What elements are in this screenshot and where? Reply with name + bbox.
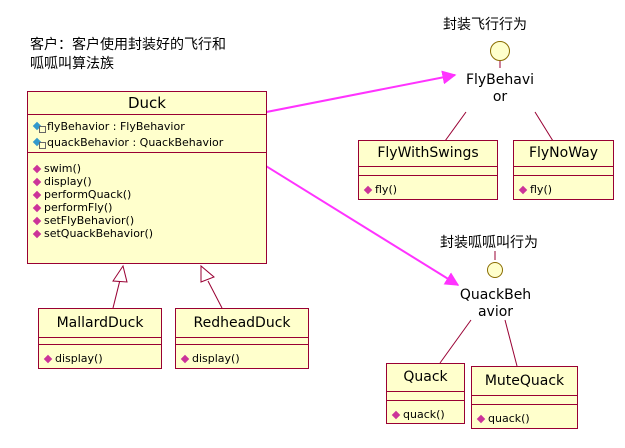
duck-attribute-text: quackBehavior : QuackBehavior <box>47 136 224 149</box>
flynoway-operation-row[interactable]: fly() <box>514 183 613 196</box>
public-operation-icon <box>43 354 53 363</box>
public-operation-icon <box>32 216 42 225</box>
quack-interface-name-line-2: avior <box>477 304 514 320</box>
quack-realization <box>439 319 472 364</box>
client-note-line-2: 呱呱叫算法族 <box>30 56 114 72</box>
redheadduck-operations: display() <box>176 345 308 365</box>
quack-interface-caption: 封装呱呱叫行为 <box>440 235 538 251</box>
mutequack-class[interactable]: MuteQuack quack() <box>471 366 578 429</box>
quack-association-arrow <box>231 144 460 286</box>
mallardduck-operation-row[interactable]: display() <box>39 352 161 365</box>
redhead-generalization <box>207 280 223 309</box>
duck-class-name: Duck <box>28 92 266 115</box>
mallard-generalization-head <box>112 264 128 283</box>
duck-operation-row[interactable]: setQuackBehavior() <box>28 227 266 240</box>
duck-operation-text: performFly() <box>44 201 113 214</box>
public-operation-icon <box>518 185 528 194</box>
flywithwings-operation-row[interactable]: fly() <box>359 183 497 196</box>
redheadduck-operation-row[interactable]: display() <box>176 352 308 365</box>
duck-operation-text: display() <box>44 175 92 188</box>
duck-operations: swim() display() performQuack() performF… <box>28 153 266 240</box>
duck-attribute-text: flyBehavior : FlyBehavior <box>47 120 185 133</box>
redheadduck-class[interactable]: RedheadDuck display() <box>175 308 309 369</box>
fly-interface-caption: 封装飞行行为 <box>443 17 527 33</box>
duck-operation-text: setFlyBehavior() <box>44 214 135 227</box>
flywithwings-class-name: FlyWithSwings <box>359 141 497 167</box>
flynoway-class-name: FlyNoWay <box>514 141 613 167</box>
mutequack-realization <box>504 319 518 367</box>
duck-attributes: flyBehavior : FlyBehavior quackBehavior … <box>28 115 266 153</box>
redheadduck-attributes <box>176 338 308 345</box>
quack-operation-row[interactable]: quack() <box>387 408 464 421</box>
mallardduck-operation-text: display() <box>55 352 103 365</box>
fly-interface-name: FlyBehavi or <box>455 72 545 106</box>
mutequack-attributes <box>472 396 577 405</box>
mutequack-operations: quack() <box>472 405 577 425</box>
duck-operation-row[interactable]: performQuack() <box>28 188 266 201</box>
private-attribute-icon <box>32 121 46 133</box>
redheadduck-class-name: RedheadDuck <box>176 309 308 338</box>
mallardduck-class[interactable]: MallardDuck display() <box>38 308 162 369</box>
mutequack-operation-text: quack() <box>488 412 530 425</box>
flynoway-operations: fly() <box>514 176 613 196</box>
client-note: 客户：客户使用封装好的飞行和 呱呱叫算法族 <box>30 36 226 74</box>
public-operation-icon <box>391 410 401 419</box>
mutequack-operation-row[interactable]: quack() <box>472 412 577 425</box>
quack-class-name: Quack <box>387 364 464 392</box>
mallardduck-class-name: MallardDuck <box>39 309 161 338</box>
fly-interface-name-line-2: or <box>492 89 508 105</box>
mallard-generalization <box>112 279 121 309</box>
mallardduck-operations: display() <box>39 345 161 365</box>
quack-attributes <box>387 392 464 401</box>
quack-operations: quack() <box>387 401 464 421</box>
public-operation-icon <box>32 164 42 173</box>
mallardduck-attributes <box>39 338 161 345</box>
flynoway-attributes <box>514 167 613 176</box>
flynoway-operation-text: fly() <box>530 183 553 196</box>
quack-interface-icon[interactable] <box>487 262 503 278</box>
mutequack-class-name: MuteQuack <box>472 367 577 396</box>
redheadduck-operation-text: display() <box>192 352 240 365</box>
quack-class[interactable]: Quack quack() <box>386 363 465 424</box>
duck-operation-row[interactable]: display() <box>28 175 266 188</box>
flywithwings-operations: fly() <box>359 176 497 196</box>
duck-operation-text: performQuack() <box>44 188 132 201</box>
redhead-generalization-head <box>200 264 215 283</box>
duck-attribute-row[interactable]: quackBehavior : QuackBehavior <box>28 135 266 151</box>
fly-interface-icon[interactable] <box>490 41 510 61</box>
private-attribute-icon <box>32 137 46 149</box>
fly-interface-name-line-1: FlyBehavi <box>465 72 535 88</box>
public-operation-icon <box>32 203 42 212</box>
flywithwings-realization <box>444 111 467 142</box>
flynoway-realization <box>534 111 554 142</box>
duck-operation-row[interactable]: swim() <box>28 162 266 175</box>
public-operation-icon <box>476 414 486 423</box>
public-operation-icon <box>363 185 373 194</box>
flynoway-class[interactable]: FlyNoWay fly() <box>513 140 614 200</box>
duck-operation-row[interactable]: performFly() <box>28 201 266 214</box>
flywithwings-class[interactable]: FlyWithSwings fly() <box>358 140 498 200</box>
duck-operation-text: swim() <box>44 162 82 175</box>
duck-operation-text: setQuackBehavior() <box>44 227 154 240</box>
public-operation-icon <box>32 190 42 199</box>
duck-class[interactable]: Duck flyBehavior : FlyBehavior quackBeha… <box>27 91 267 264</box>
public-operation-icon <box>32 229 42 238</box>
quack-operation-text: quack() <box>403 408 445 421</box>
duck-attribute-row[interactable]: flyBehavior : FlyBehavior <box>28 119 266 135</box>
flywithwings-operation-text: fly() <box>375 183 398 196</box>
flywithwings-attributes <box>359 167 497 176</box>
duck-operation-row[interactable]: setFlyBehavior() <box>28 214 266 227</box>
public-operation-icon <box>180 354 190 363</box>
quack-interface-name: QuackBeh avior <box>448 287 543 321</box>
client-note-line-1: 客户：客户使用封装好的飞行和 <box>30 37 226 53</box>
public-operation-icon <box>32 177 42 186</box>
quack-interface-name-line-1: QuackBeh <box>459 287 532 303</box>
